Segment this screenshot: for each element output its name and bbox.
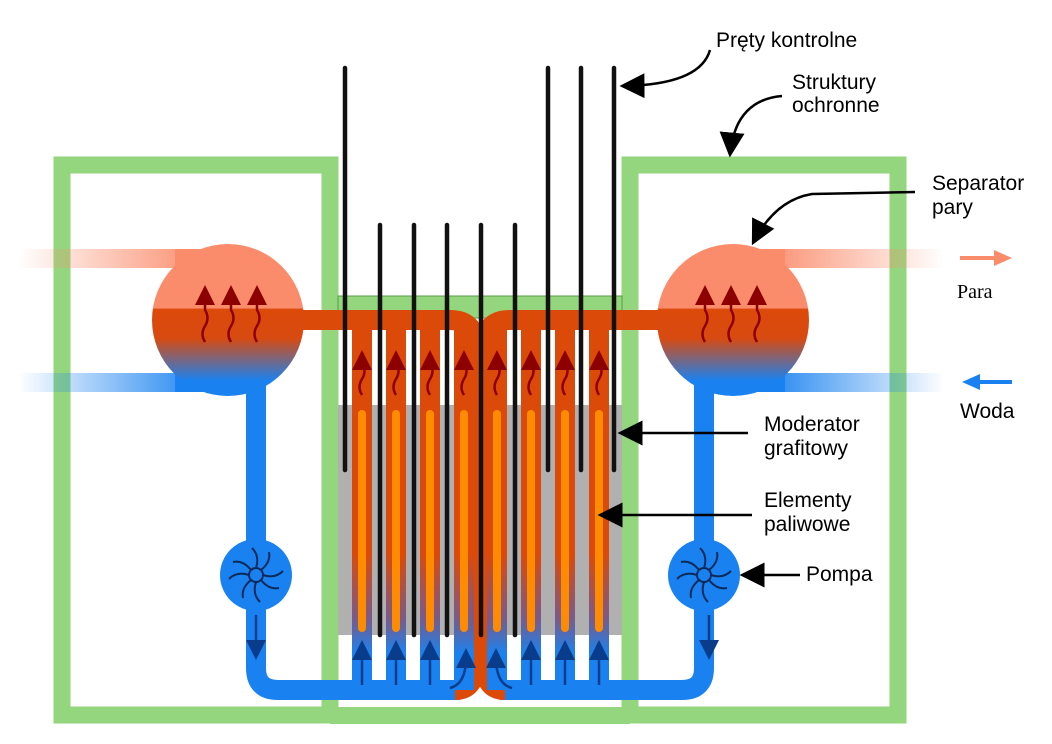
label-shield-1: Struktury: [792, 71, 877, 94]
label-water: Woda: [960, 400, 1015, 423]
shield-left: [53, 156, 339, 724]
label-steam: Para: [957, 281, 993, 303]
corner-water-arrows: [449, 648, 513, 690]
steam-arrow: [247, 285, 267, 343]
pump-housing: [220, 539, 292, 611]
control-rods-leader: [619, 49, 712, 99]
label-fuel-1: Elementy: [764, 489, 852, 512]
label-separator-1: Separator: [932, 172, 1024, 195]
steam-arrow: [487, 350, 507, 396]
shield-leader: [719, 94, 783, 158]
label-control-rods: Pręty kontrolne: [716, 29, 857, 52]
callout-lines: [597, 49, 916, 588]
steam-arrow: [195, 285, 215, 343]
steam-arrow: [721, 285, 741, 343]
pump-impeller-icon: [676, 547, 732, 603]
fuel-element: [460, 410, 468, 632]
pump-impeller-icon: [228, 547, 284, 603]
water-arrow: [486, 648, 513, 690]
fuel-element: [561, 410, 569, 632]
steam-direction-arrow: [960, 250, 1012, 266]
fuel-element: [426, 410, 434, 632]
steam-pipe-left: [18, 249, 208, 268]
fuel-elements: [358, 410, 603, 632]
label-separator-2: pary: [932, 196, 973, 219]
steam-arrow: [747, 285, 767, 343]
label-moderator-1: Moderator: [764, 413, 860, 436]
channel-steam-arrows: [352, 350, 609, 396]
steam-arrow: [555, 350, 575, 396]
steam-separator-right: [657, 244, 809, 396]
separator-leader: [751, 190, 916, 246]
separator-steam-arrows: [195, 285, 267, 343]
label-shield-2: ochronne: [792, 94, 880, 117]
separator-drum: [152, 244, 304, 396]
fuel-element: [595, 410, 603, 632]
label-moderator-2: grafitowy: [764, 437, 849, 460]
water-arrow: [449, 648, 476, 690]
water-pipe-left: [18, 373, 208, 392]
steam-arrow: [420, 350, 440, 396]
downcomer-right: [500, 380, 714, 700]
steam-arrow: [352, 350, 372, 396]
pump-left: [220, 539, 292, 611]
steam-arrow: [521, 350, 541, 396]
channel-water-arrows: [246, 615, 719, 685]
water-pipe-right: [760, 373, 944, 392]
fuel-element: [527, 410, 535, 632]
label-pump: Pompa: [806, 563, 873, 586]
steam-arrow: [386, 350, 406, 396]
label-fuel-2: paliwowe: [764, 513, 850, 536]
steam-arrow: [221, 285, 241, 343]
downcomer-left: [246, 380, 460, 700]
pump-right: [668, 539, 740, 611]
water-direction-arrow: [962, 374, 1012, 390]
steam-arrow: [589, 350, 609, 396]
shield-bottom: [330, 707, 630, 724]
steam-arrow: [695, 285, 715, 343]
control-rods: [342, 65, 617, 638]
water-circuit: [246, 380, 714, 700]
fuel-element: [392, 410, 400, 632]
fuel-element: [358, 410, 366, 632]
steam-pipe-right: [760, 249, 944, 268]
steam-separator-left: [152, 244, 304, 396]
steam-arrow: [454, 350, 474, 396]
fuel-element: [493, 410, 501, 632]
separator-steam-arrows: [695, 285, 767, 343]
external-pipes: [18, 249, 944, 392]
pump-housing: [668, 539, 740, 611]
